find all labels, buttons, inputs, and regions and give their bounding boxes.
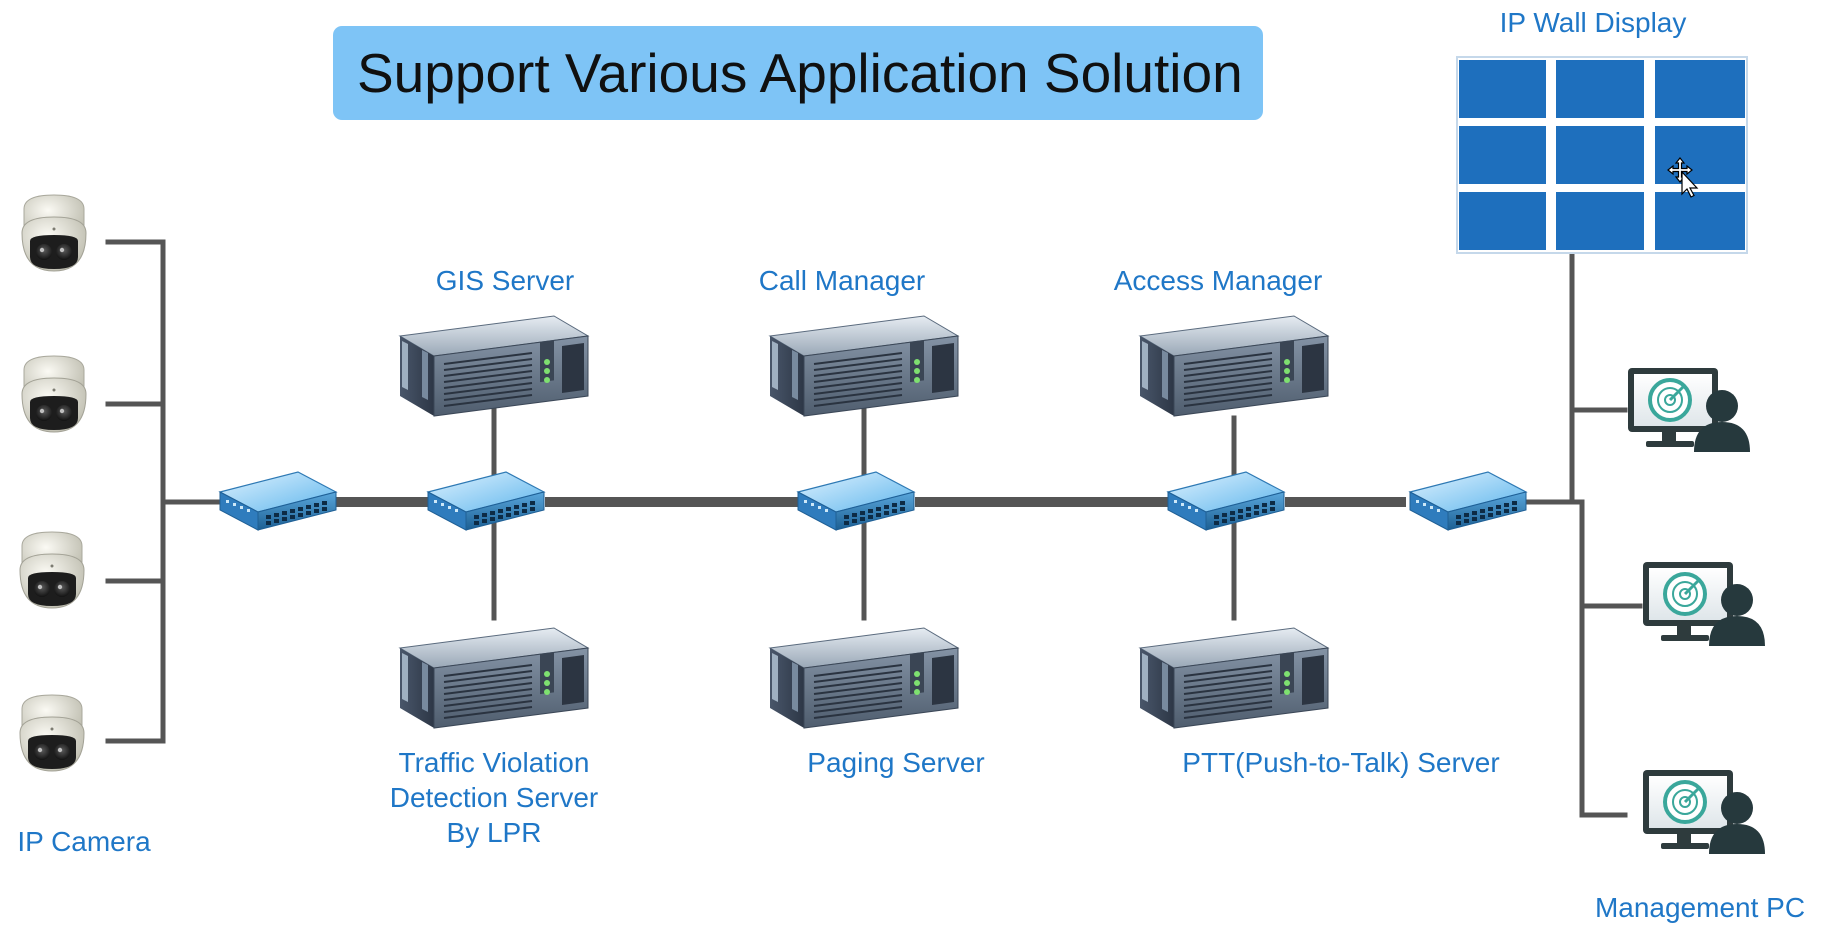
management-pc-icon xyxy=(1626,366,1752,454)
network-switch-icon xyxy=(1167,471,1285,531)
traffic-violation-line-1: Traffic Violation xyxy=(398,747,590,778)
call-manager-label: Call Manager xyxy=(758,265,926,296)
ip-wall-display-label: IP Wall Display xyxy=(1499,7,1687,38)
camera-bus-line xyxy=(105,239,166,744)
rack-server-icon xyxy=(769,627,959,729)
video-wall-icon xyxy=(1456,56,1748,254)
rack-server-icon xyxy=(1139,627,1329,729)
network-switch-icon xyxy=(219,471,337,531)
access-manager-label: Access Manager xyxy=(1113,265,1323,296)
gis-server-label: GIS Server xyxy=(435,265,575,296)
move-cursor-icon xyxy=(1667,157,1699,198)
ptt-server-label: PTT(Push-to-Talk) Server xyxy=(1182,747,1500,778)
network-switch-icon xyxy=(797,471,915,531)
ip-camera-icon xyxy=(21,194,87,272)
rack-server-icon xyxy=(1139,315,1329,417)
network-switch-icon xyxy=(1409,471,1527,531)
title-banner: Support Various Application Solution xyxy=(333,26,1263,120)
rack-server-icon xyxy=(399,315,589,417)
management-pc-icon xyxy=(1641,560,1767,648)
rack-server-icon xyxy=(769,315,959,417)
network-switch-icon xyxy=(427,471,545,531)
traffic-violation-line-3: By LPR xyxy=(446,817,542,848)
page-title: Support Various Application Solution xyxy=(357,42,1243,104)
ip-camera-icon xyxy=(21,355,87,433)
traffic-violation-label: Traffic Violation Detection Server By LP… xyxy=(364,745,624,850)
paging-server-label: Paging Server xyxy=(807,747,985,778)
ip-camera-icon xyxy=(19,531,85,609)
management-pc-label: Management PC xyxy=(1594,892,1806,923)
ip-camera-label: IP Camera xyxy=(17,826,151,857)
rack-server-icon xyxy=(399,627,589,729)
ip-camera-icon xyxy=(19,694,85,772)
right-bus-line xyxy=(1579,499,1628,818)
traffic-violation-line-2: Detection Server xyxy=(389,782,599,813)
management-pc-icon xyxy=(1641,768,1767,856)
